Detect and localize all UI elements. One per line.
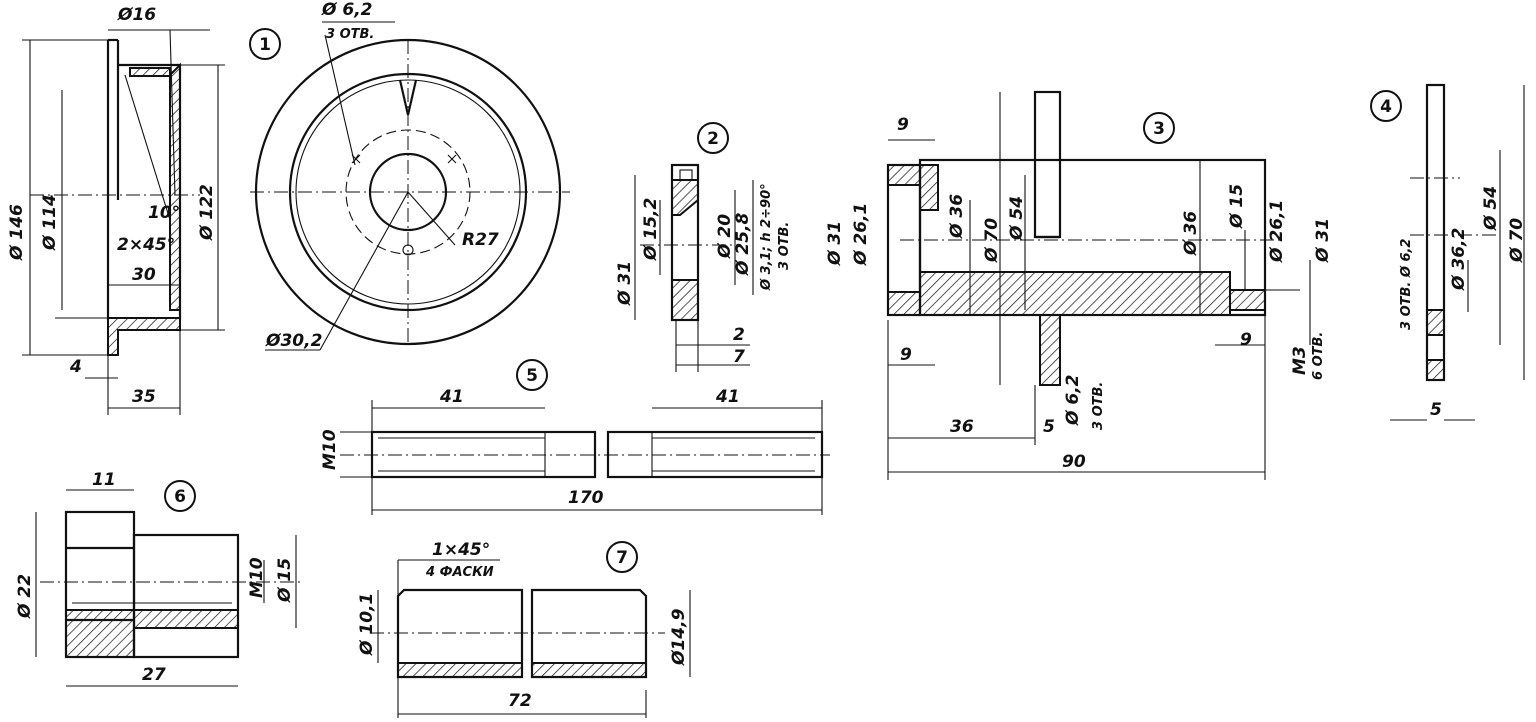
part2-holes: Ø 3,1; h 2÷90°: [759, 183, 774, 291]
part3-dim36: 36: [950, 417, 974, 437]
part2-dim2: 2: [733, 325, 745, 345]
part3-d15: Ø 15: [1227, 184, 1247, 229]
part3-dim9c: 9: [1240, 330, 1252, 350]
part-number-4: 4: [1380, 97, 1392, 117]
part3-section-view: [886, 90, 1311, 480]
part1-holes-dim: Ø 6,2: [321, 0, 373, 20]
part3-dim90: 90: [1062, 452, 1086, 472]
part4-dim5: 5: [1430, 400, 1442, 420]
part1-inner-dim: Ø 114: [40, 194, 60, 251]
part7-d10: Ø 10,1: [357, 593, 377, 656]
part3-d31b: Ø 31: [1313, 218, 1333, 263]
part3-d31: Ø 31: [825, 221, 845, 266]
part3-d26: Ø 26,1: [851, 203, 871, 266]
part3-dim9b: 9: [900, 345, 912, 365]
part3-d62: Ø 6,2: [1063, 375, 1083, 427]
part5-thread: М10: [320, 429, 340, 470]
part3-d36b: Ø 36: [1181, 211, 1201, 256]
part1-bolt-dim: Ø16: [117, 5, 156, 25]
part3-dim9a: 9: [897, 115, 909, 135]
part2-d31: Ø 31: [615, 261, 635, 306]
part4-section-view: [1390, 83, 1525, 421]
part1-hub-dim: Ø30,2: [265, 331, 322, 351]
part1-angle: 10°: [148, 203, 180, 223]
part5-rod-view: [340, 400, 830, 515]
part6-dim27: 27: [142, 665, 166, 685]
part6-m10: М10: [247, 557, 267, 598]
part1-section-view: [22, 29, 225, 415]
part3-m3-note: 6 ОТВ.: [1311, 332, 1326, 380]
part3-d26b: Ø 26,1: [1267, 200, 1287, 263]
part2-d25: Ø 25,8: [733, 213, 753, 276]
part-number-7: 7: [616, 548, 628, 568]
part2-d15: Ø 15,2: [641, 198, 661, 261]
part1-width: 35: [132, 387, 156, 407]
part5-len-b: 41: [715, 387, 740, 407]
part2-d20: Ø 20: [715, 214, 735, 259]
part6-d15: Ø 15: [275, 558, 295, 603]
part3-d54: Ø 54: [1007, 196, 1027, 241]
part3-dim5: 5: [1043, 417, 1055, 437]
part-number-2: 2: [707, 129, 719, 149]
part1-ring-dim: Ø 122: [197, 184, 217, 241]
part7-sleeve-view: [370, 559, 691, 718]
part-number-labels: 1 2 3 4 5 6 7: [164, 28, 1402, 573]
part4-d70: Ø 70: [1507, 218, 1527, 263]
part6-dim11: 11: [92, 470, 116, 490]
part-number-1: 1: [259, 35, 271, 55]
part2-dim7: 7: [733, 347, 745, 367]
part1-holes-note: 3 ОТВ.: [326, 27, 374, 42]
part3-d36a: Ø 36: [947, 194, 967, 239]
part-number-3: 3: [1153, 119, 1165, 139]
part3-m3: М3: [1290, 346, 1310, 375]
part1-wall: 4: [69, 357, 82, 377]
part4-d36: Ø 36,2: [1449, 228, 1469, 291]
part1-outer-dim: Ø 146: [7, 204, 27, 261]
part-number-6: 6: [174, 487, 186, 507]
part7-dim72: 72: [508, 691, 532, 711]
part3-holes-note: 3 ОТВ.: [1091, 382, 1106, 430]
part1-depth: 30: [132, 265, 156, 285]
part5-len-a: 41: [439, 387, 464, 407]
part-number-5: 5: [526, 366, 538, 386]
part1-radius: R27: [462, 230, 499, 250]
part3-d70: Ø 70: [982, 218, 1002, 263]
part1-chamfer: 2×45°: [117, 235, 175, 255]
part5-total: 170: [568, 488, 604, 508]
part2-section-view: [634, 163, 754, 372]
part4-holes: 3 ОТВ. Ø 6,2: [1399, 239, 1414, 330]
part7-chamfer: 1×45°: [432, 540, 490, 560]
part6-nut-view: [35, 489, 300, 687]
part1-front-view: [250, 34, 570, 351]
part7-chamfer-note: 4 ФАСКИ: [425, 565, 494, 580]
part7-d14: Ø14,9: [669, 608, 689, 666]
part4-d54: Ø 54: [1481, 186, 1501, 231]
part2-holes-note: 3 ОТВ.: [777, 222, 792, 270]
part6-d22: Ø 22: [15, 574, 35, 619]
